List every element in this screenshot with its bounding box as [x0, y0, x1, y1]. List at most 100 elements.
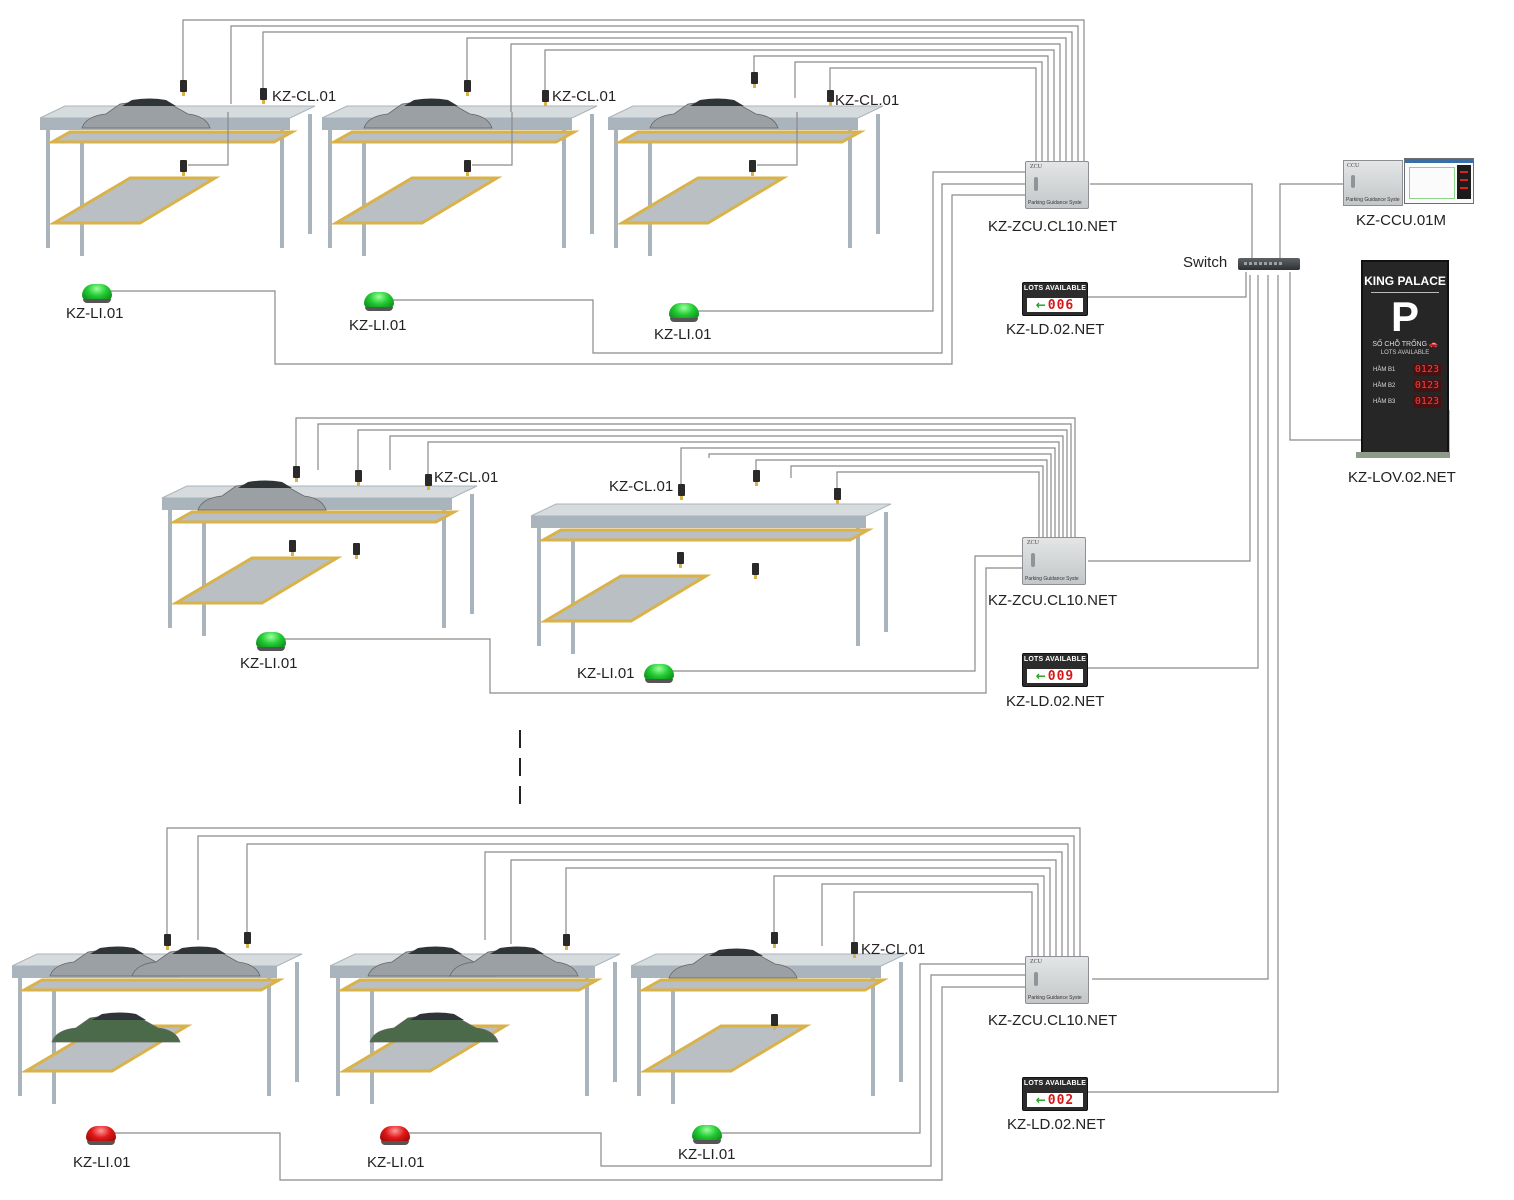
car-window [408, 946, 462, 954]
sensor-cable [790, 465, 1044, 540]
led-display-z2: LOTS AVAILABLE ← 009 [1022, 653, 1088, 687]
sensor-cable [544, 49, 1055, 164]
indicator-cable [380, 183, 1025, 354]
sensor-head [464, 160, 471, 172]
lift-post [295, 962, 299, 1082]
sensor-head [180, 160, 187, 172]
lift-post [585, 976, 589, 1096]
lower-pallet [639, 1024, 812, 1073]
indicator-cable [103, 986, 1025, 1181]
sensor-cable [794, 61, 1043, 164]
lift-post [899, 962, 903, 1082]
sensor-cable [262, 31, 1073, 164]
zone-controller-label-z3: KZ-ZCU.CL10.NET [988, 1012, 1118, 1029]
lift-post [267, 976, 271, 1096]
sensor-lens [427, 486, 430, 490]
sensor-lens [773, 1026, 776, 1030]
sensor-label-z1-1: KZ-CL.01 [272, 88, 337, 105]
parking-lift [161, 480, 478, 636]
sensor-label-z2-1: KZ-CL.01 [434, 469, 499, 486]
lift-post [537, 526, 541, 646]
upper-pallet [46, 130, 298, 144]
sensor-lens [853, 954, 856, 958]
lift-post [856, 526, 860, 646]
sensor-cable [680, 447, 1056, 540]
sensor-lens [182, 172, 185, 176]
sensor-head [425, 474, 432, 486]
sensor-lens [182, 92, 185, 96]
network-cable [1090, 183, 1253, 258]
sensor-label-z1-2: KZ-CL.01 [552, 88, 617, 105]
car-window [122, 98, 176, 106]
network-switch [1238, 258, 1300, 270]
lots-available-sign: KING PALACE P SỐ CHỖ TRỐNG 🚗 LOTS AVAILA… [1361, 260, 1449, 456]
lift-post [202, 516, 206, 636]
led-display-label-z2: KZ-LD.02.NET [1006, 693, 1105, 710]
parking-lift [329, 946, 621, 1104]
led-display-label-z1: KZ-LD.02.NET [1006, 321, 1105, 338]
lift-post [614, 128, 618, 248]
sensor-lens [679, 564, 682, 568]
sensor-cable [188, 112, 229, 166]
lift-post [648, 136, 652, 256]
sensor-head [180, 80, 187, 92]
sensor-lens [755, 482, 758, 486]
sensor-lens [544, 102, 547, 106]
lift-post [308, 114, 312, 234]
indicator-light-z3-3 [692, 1125, 722, 1144]
sensor-cable [708, 453, 1052, 540]
zone-controller-z1: ZCU Parking Guidance Syste [1025, 161, 1089, 209]
car-window [172, 946, 226, 954]
sign-row: HẦM B1 0123 [1373, 364, 1441, 376]
network-cable [1092, 275, 1269, 980]
indicator-light-z1-2 [364, 292, 394, 311]
sensor-lens [751, 172, 754, 176]
lift-post [280, 128, 284, 248]
sign-brand: KING PALACE [1364, 274, 1446, 288]
network-cable [1289, 272, 1361, 441]
upper-pallet [614, 130, 866, 144]
lift-post [362, 136, 366, 256]
sensor-cable [427, 441, 1060, 540]
led-display-label-z3: KZ-LD.02.NET [1007, 1116, 1106, 1133]
lower-pallet [48, 176, 221, 225]
indicator-label-z3-1: KZ-LI.01 [73, 1154, 131, 1171]
sensor-head [851, 942, 858, 954]
car-window [404, 98, 458, 106]
sensor-head [542, 90, 549, 102]
indicator-label-z1-3: KZ-LI.01 [654, 326, 712, 343]
switch-label: Switch [1183, 254, 1228, 271]
indicator-label-z1-1: KZ-LI.01 [66, 305, 124, 322]
sensor-lens [355, 555, 358, 559]
led-display-z1: LOTS AVAILABLE ← 006 [1022, 282, 1088, 316]
sensor-head [353, 543, 360, 555]
parking-lift [530, 503, 892, 654]
sensor-head [164, 934, 171, 946]
indicator-label-z3-3: KZ-LI.01 [678, 1146, 736, 1163]
sensor-head [771, 932, 778, 944]
lift-post [328, 128, 332, 248]
indicator-cable [397, 974, 1025, 1167]
sensor-head [834, 488, 841, 500]
parking-lift [607, 98, 884, 256]
sensor-cable [484, 851, 1063, 958]
indicator-cable [272, 567, 1022, 694]
sensor-head [771, 1014, 778, 1026]
available-count: 006 [1047, 297, 1075, 313]
sensor-cable [317, 423, 1072, 540]
parking-p-icon: P [1390, 293, 1419, 340]
sensor-lens [166, 946, 169, 950]
lower-pallet [330, 176, 503, 225]
indicator-light-z1-1 [82, 284, 112, 303]
sensor-cable [197, 835, 1075, 958]
upper-pallet [537, 528, 874, 542]
sensor-cable [565, 867, 1051, 958]
arrow-left-icon: ← [1035, 669, 1046, 683]
sensor-cable [357, 429, 1068, 540]
lift-post [848, 128, 852, 248]
network-cable [1279, 183, 1343, 258]
parking-lift [39, 98, 316, 256]
cables [98, 19, 1361, 1181]
sensor-head [678, 484, 685, 496]
